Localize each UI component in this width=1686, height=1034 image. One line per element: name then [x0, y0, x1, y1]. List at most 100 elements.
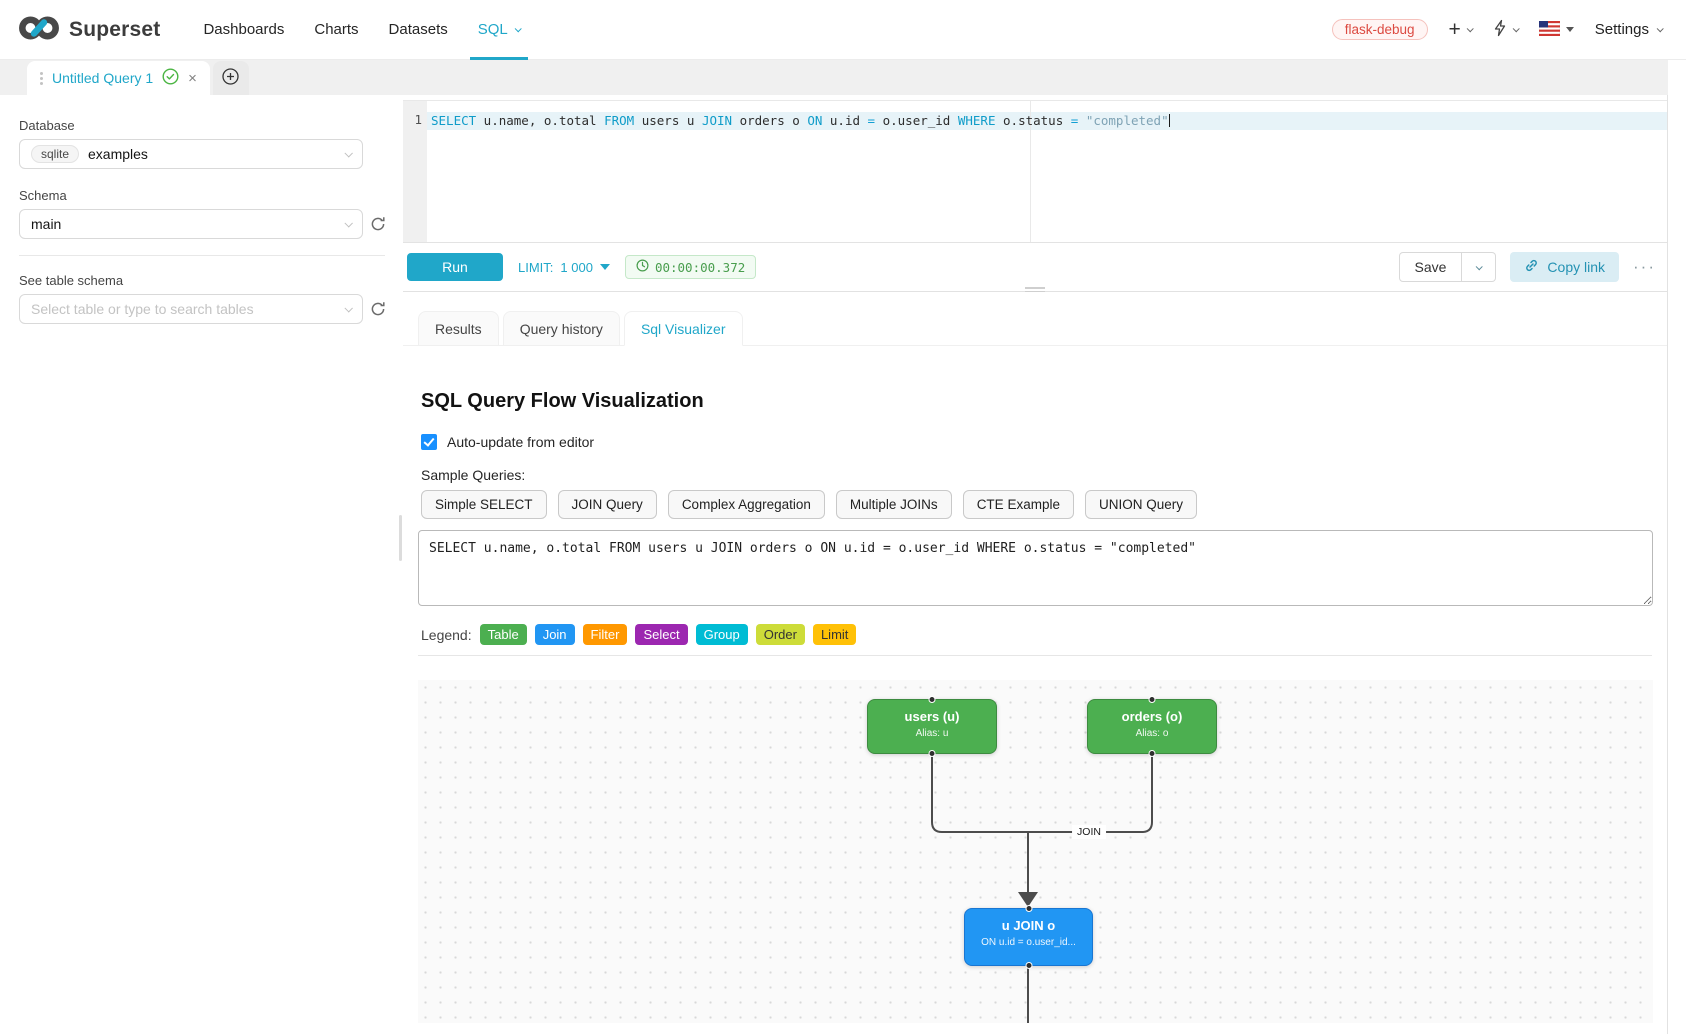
node-handle — [1025, 905, 1032, 912]
south-pane: Results Query history Sql Visualizer SQL… — [403, 292, 1667, 1034]
database-select[interactable]: sqlite examples — [19, 139, 363, 169]
sample-cte-example-button[interactable]: CTE Example — [962, 490, 1074, 519]
legend-order-badge: Order — [755, 624, 805, 645]
join-edge-label: JOIN — [1072, 825, 1106, 839]
plus-icon: + — [1448, 18, 1461, 41]
chevron-down-icon — [344, 149, 353, 158]
legend-table-badge: Table — [479, 624, 527, 645]
sample-complex-aggregation-button[interactable]: Complex Aggregation — [667, 490, 825, 519]
navbar-right: flask-debug + — [1331, 18, 1664, 41]
line-number: 1 — [414, 112, 422, 127]
environment-tag: flask-debug — [1331, 19, 1428, 40]
tab-sql-visualizer[interactable]: Sql Visualizer — [623, 311, 743, 346]
nav-dashboards[interactable]: Dashboards — [203, 21, 285, 38]
legend-group-badge: Group — [695, 624, 748, 645]
query-tab-label: Untitled Query 1 — [52, 70, 154, 86]
sidebar-resize-handle[interactable] — [399, 515, 402, 561]
database-value: examples — [88, 146, 148, 162]
save-options-button[interactable] — [1462, 252, 1497, 282]
nav-datasets[interactable]: Datasets — [388, 21, 448, 38]
auto-update-label: Auto-update from editor — [447, 434, 595, 450]
flow-edges — [931, 754, 1153, 1023]
chevron-down-icon — [1466, 25, 1474, 33]
sql-editor: 1 SELECT u.name, o.total FROM users u JO… — [403, 100, 1667, 243]
flow-node-orders[interactable]: orders (o) Alias: o — [1087, 696, 1217, 757]
schema-value: main — [31, 216, 62, 232]
query-input[interactable]: SELECT u.name, o.total FROM users u JOIN… — [418, 530, 1653, 606]
schema-label: Schema — [19, 188, 67, 203]
resize-handle[interactable] — [1025, 287, 1045, 292]
superset-brand[interactable]: Superset — [16, 13, 160, 46]
auto-update-row: Auto-update from editor — [421, 434, 1652, 450]
legend-label: Legend: — [421, 626, 472, 643]
main-menu: Dashboards Charts Datasets SQL — [188, 0, 534, 60]
sample-multiple-joins-button[interactable]: Multiple JOINs — [835, 490, 952, 519]
sample-join-query-button[interactable]: JOIN Query — [557, 490, 657, 519]
flow-canvas[interactable]: JOIN users (u) Alias: u orders (o) Alias… — [418, 680, 1653, 1023]
result-tabs: Results Query history Sql Visualizer — [403, 311, 1667, 346]
node-handle — [928, 696, 936, 703]
node-subtitle: Alias: o — [1135, 728, 1169, 739]
refresh-icon — [371, 302, 385, 316]
new-item-menu[interactable]: + — [1448, 18, 1474, 41]
refresh-icon — [371, 217, 385, 231]
table-schema-label: See table schema — [19, 273, 124, 288]
tab-results[interactable]: Results — [418, 311, 499, 346]
refresh-tables-button[interactable] — [370, 301, 386, 317]
node-subtitle: Alias: u — [915, 728, 949, 739]
page-title: SQL Query Flow Visualization — [421, 390, 704, 412]
copy-link-button[interactable]: Copy link — [1510, 252, 1620, 282]
language-picker[interactable] — [1538, 20, 1574, 39]
node-subtitle: ON u.id = o.user_id... — [981, 937, 1076, 948]
close-icon[interactable]: × — [188, 69, 197, 87]
flow-node-users[interactable]: users (u) Alias: u — [867, 696, 997, 757]
table-select-placeholder: Select table or type to search tables — [31, 301, 254, 317]
sql-code-area[interactable]: SELECT u.name, o.total FROM users u JOIN… — [427, 101, 1667, 242]
sqllab-workspace: Database sqlite examples Schema main See… — [0, 95, 1686, 1034]
settings-menu[interactable]: Settings — [1595, 21, 1664, 38]
text-cursor — [1168, 114, 1171, 127]
query-tab-active[interactable]: Untitled Query 1 × — [27, 61, 210, 95]
save-button[interactable]: Save — [1398, 252, 1463, 282]
schema-select[interactable]: main — [19, 209, 363, 239]
tab-query-history[interactable]: Query history — [502, 311, 620, 346]
table-select[interactable]: Select table or type to search tables — [19, 294, 363, 324]
sidebar-divider — [19, 255, 385, 256]
limit-dropdown[interactable]: LIMIT: 1 000 — [518, 260, 610, 275]
sample-union-query-button[interactable]: UNION Query — [1084, 490, 1197, 519]
run-button[interactable]: Run — [407, 253, 503, 281]
chevron-down-icon — [1656, 25, 1664, 33]
us-flag-icon — [1538, 20, 1561, 39]
editor-gutter: 1 — [403, 101, 427, 242]
legend-limit-badge: Limit — [812, 624, 857, 645]
legend-filter-badge: Filter — [582, 624, 628, 645]
superset-logo-icon — [16, 13, 62, 46]
refresh-schemas-button[interactable] — [370, 216, 386, 232]
auto-update-checkbox[interactable] — [421, 434, 437, 450]
clock-icon — [636, 259, 649, 275]
new-query-tab-button[interactable] — [212, 61, 249, 95]
flow-node-join[interactable]: u JOIN o ON u.id = o.user_id... — [964, 905, 1093, 969]
node-handle — [1148, 750, 1156, 757]
plus-circle-icon — [222, 68, 240, 88]
chevron-down-icon — [1476, 262, 1484, 270]
caret-down-icon — [1565, 27, 1574, 32]
chevron-down-icon — [1512, 25, 1520, 33]
chevron-down-icon — [344, 219, 353, 228]
nav-sql[interactable]: SQL — [463, 0, 535, 60]
print-margin-line — [1030, 101, 1031, 242]
drag-handle-icon[interactable] — [40, 71, 43, 85]
sample-simple-select-button[interactable]: Simple SELECT — [421, 490, 547, 519]
legend-join-badge: Join — [534, 624, 575, 645]
caret-down-icon — [599, 264, 610, 270]
query-tab-strip: Untitled Query 1 × — [0, 60, 1668, 95]
node-handle — [928, 750, 936, 757]
save-split-button: Save — [1398, 252, 1497, 282]
query-search-menu[interactable] — [1493, 19, 1520, 40]
more-actions-button[interactable]: ··· — [1633, 257, 1656, 276]
nav-charts[interactable]: Charts — [314, 21, 359, 38]
lightning-icon — [1493, 19, 1507, 40]
sample-query-buttons: Simple SELECT JOIN Query Complex Aggrega… — [421, 490, 1652, 519]
node-title: orders (o) — [1121, 709, 1183, 724]
node-title: users (u) — [904, 709, 960, 724]
